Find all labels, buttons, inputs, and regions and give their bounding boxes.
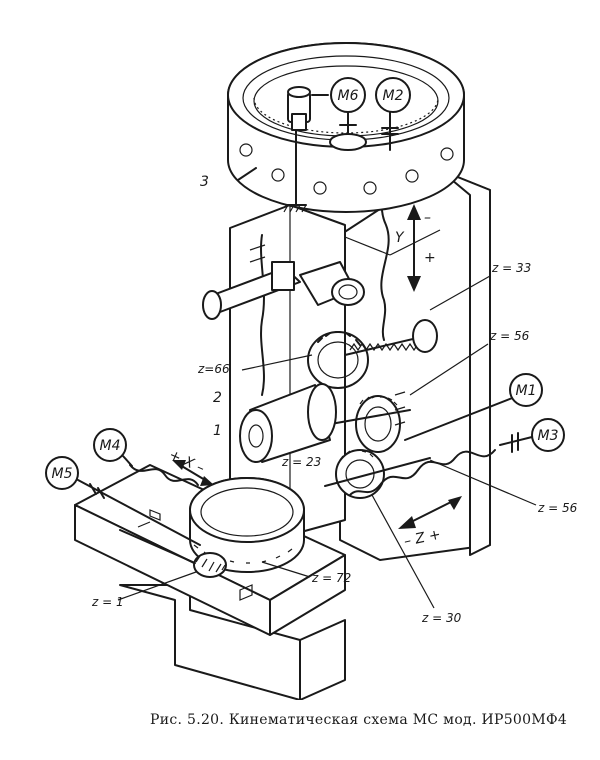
m6-drive-shaft (311, 94, 367, 151)
motor-m5-label: M5 (52, 466, 73, 482)
y-plus-label: + (424, 250, 436, 266)
y-minus-label: – (424, 210, 431, 226)
motor-m6: M6 (330, 77, 366, 113)
figure-caption: Рис. 5.20. Кинематическая схема МС мод. … (150, 712, 568, 728)
m1-drive: M1 (404, 373, 543, 441)
m2-drive-shaft (381, 111, 399, 151)
rotary-table (189, 477, 305, 573)
part-1-label: 1 (213, 423, 222, 439)
z-axis-arrow: – Z + (398, 496, 462, 550)
z-drive: M3 (349, 418, 565, 496)
motor-m1-label: M1 (516, 383, 537, 399)
kinematic-diagram: M6 M2 Y – + (45, 42, 578, 700)
gear-z23-label: z = 23 (281, 455, 321, 469)
m5-drive: M5 (45, 456, 201, 546)
headstock-gears (307, 319, 438, 499)
gear-z1-label: z = 1 (91, 595, 124, 609)
gear-z56-upper-label: z = 56 (489, 329, 530, 343)
part-3-label: 3 (200, 174, 209, 190)
tool-magazine (227, 42, 465, 213)
motor-m2: M2 (375, 77, 411, 113)
motor-m3-label: M3 (538, 428, 559, 444)
gear-z56-lower-label: z = 56 (537, 501, 578, 515)
tool-arm (202, 261, 365, 320)
motor-m6-label: M6 (338, 88, 359, 104)
part-2-label: 2 (213, 390, 222, 406)
motor-m4-label: M4 (100, 438, 121, 454)
spindle (239, 383, 337, 463)
gear-z30-label: z = 30 (421, 611, 462, 625)
tool-change-arm (283, 86, 311, 213)
vertical-screw-left (260, 234, 265, 396)
z-axis-label: – Z + (403, 527, 443, 550)
gear-z66-label: z=66 (197, 362, 230, 376)
gear-z33-label: z = 33 (491, 261, 531, 275)
motor-m2-label: M2 (383, 88, 404, 104)
worm-gear (119, 529, 227, 578)
x-axis-label: + X – (166, 447, 207, 477)
gear-z72-label: z = 72 (311, 571, 351, 585)
y-axis-arrow: Y – + (395, 204, 436, 292)
y-axis-label: Y (395, 230, 405, 246)
